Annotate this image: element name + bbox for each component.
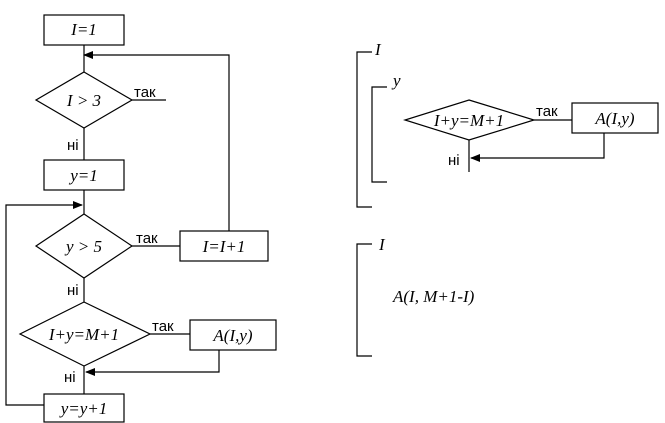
call-return-arrow-right (470, 133, 605, 162)
simple-call-text: A(I, M+1-I) (392, 287, 475, 306)
init-y-box (43, 159, 125, 191)
inc-y-box (43, 393, 125, 423)
inc-i-text: I=I+1 (202, 237, 246, 256)
call-return-arrow (85, 350, 220, 376)
init-i-text: I=1 (70, 20, 97, 39)
cond-sum-yes-label-right: так (536, 103, 558, 120)
call-text-right: A(I,y) (594, 109, 635, 128)
inc-y-text: y=y+1 (59, 399, 108, 418)
call-box (189, 319, 277, 351)
cond-sum-text: I+y=M+1 (48, 325, 119, 344)
init-y-text: y=1 (68, 166, 98, 185)
cond-y-text: y > 5 (64, 237, 102, 256)
cond-i-no-label: ні (67, 137, 79, 154)
call-box-right (571, 102, 659, 134)
outer-loop-bracket (356, 51, 372, 208)
loop-back-y-arrow (5, 201, 83, 406)
init-i-box (43, 14, 125, 46)
inc-i-box (179, 230, 269, 262)
inner-loop-bracket (371, 86, 387, 183)
cond-y-yes-label: так (136, 230, 158, 247)
call-text: A(I,y) (212, 326, 253, 345)
simple-loop-var: I (378, 235, 386, 254)
cond-y-no-label: ні (67, 282, 79, 299)
outer-loop-var: I (374, 40, 382, 59)
cond-sum-no-label: ні (64, 369, 76, 386)
inner-loop-var: y (391, 71, 401, 90)
loop-back-i-arrow (83, 51, 230, 231)
simple-loop-bracket (356, 243, 372, 357)
cond-sum-text-right: I+y=M+1 (433, 111, 504, 130)
cond-sum-yes-label: так (152, 318, 174, 335)
cond-i-text: I > 3 (66, 91, 101, 110)
cond-sum-no-label-right: ні (448, 152, 460, 169)
cond-i-yes-label: так (134, 84, 156, 101)
